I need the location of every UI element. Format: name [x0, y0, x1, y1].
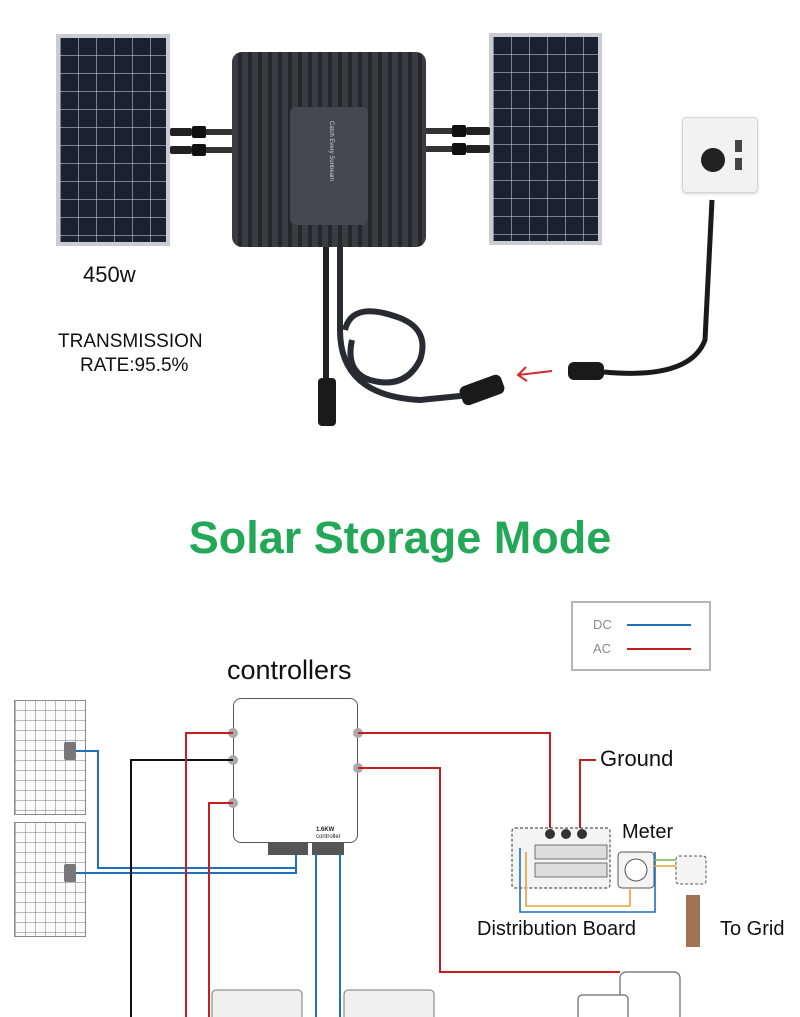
panel-power-label: 450w — [83, 262, 136, 287]
distribution-board-icon — [511, 827, 611, 889]
meter-icon — [617, 851, 655, 889]
left-mc4-connectors — [170, 126, 232, 156]
transmission-rate-line2: RATE:95.5% — [80, 355, 189, 376]
usb-port-2 — [735, 158, 742, 170]
controller-box: 1.6KW controller — [233, 698, 358, 843]
legend-dc-label: DC — [593, 617, 612, 632]
red-arrow-icon — [516, 366, 553, 382]
ground-label: Ground — [600, 746, 674, 771]
legend-dc-line — [627, 624, 691, 626]
micro-inverter: Catch Every Sunbeam — [232, 52, 426, 247]
wiring-diagram — [64, 728, 707, 1017]
right-mc4-connectors — [426, 125, 490, 155]
distribution-board-label: Distribution Board — [477, 918, 636, 940]
legend-ac-label: AC — [593, 641, 612, 656]
transmission-rate-line1: TRANSMISSION — [58, 331, 203, 352]
inverter-brand-text: Catch Every Sunbeam — [328, 121, 334, 182]
wire-legend: DC AC — [571, 601, 711, 671]
inverter-brand-plate: Catch Every Sunbeam — [290, 107, 368, 225]
wall-socket — [682, 117, 758, 193]
controller-model: 1.6KW — [316, 827, 335, 833]
solar-panel-right — [489, 33, 602, 245]
controllers-label: controllers — [227, 655, 352, 685]
meter-label: Meter — [622, 821, 674, 843]
usb-port-1 — [735, 140, 742, 152]
section-title: Solar Storage Mode — [188, 512, 612, 563]
socket-plug — [701, 148, 725, 172]
socket-cable — [603, 199, 715, 376]
legend-ac-line — [627, 648, 691, 650]
solar-panel-left — [56, 34, 170, 246]
top-cables — [170, 125, 715, 426]
ac-plug-connector-left — [459, 374, 505, 406]
inverter-output-cable-2 — [337, 247, 471, 404]
to-grid-label: To Grid — [720, 918, 785, 940]
controller-sub: controller — [316, 834, 341, 840]
ac-plug-connector-right — [568, 362, 604, 380]
grid-breaker-icon — [675, 855, 707, 947]
